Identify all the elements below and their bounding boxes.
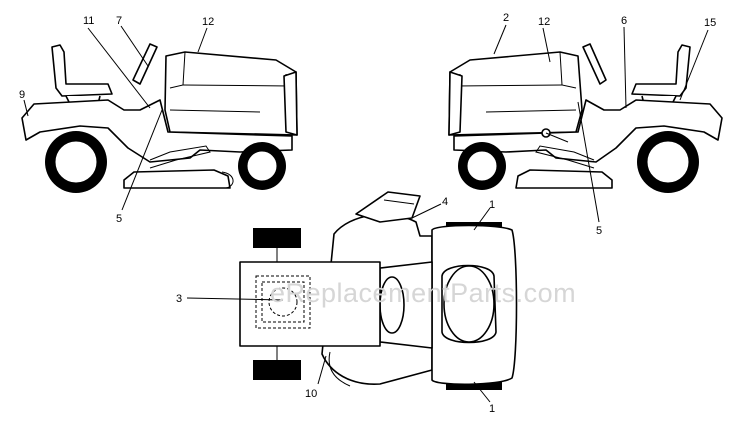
callout-1-lower: 1 [489, 403, 495, 415]
top-front-wheel-upper [253, 228, 301, 248]
top-decal-area [255, 275, 311, 329]
callout-1-upper: 1 [489, 199, 495, 211]
right-steering-wheel [582, 43, 607, 85]
left-steering-wheel [132, 43, 158, 85]
top-discharge-chute [355, 191, 421, 223]
left-chassis [21, 99, 293, 163]
right-hood [448, 51, 583, 136]
left-mower-deck [123, 169, 231, 189]
left-hood [164, 51, 298, 136]
callout-11-left: 11 [83, 15, 94, 27]
callout-10: 10 [305, 388, 317, 400]
right-seat [631, 44, 691, 97]
watermark: eReplacementParts.com [270, 278, 576, 308]
callout-9: 9 [19, 89, 25, 101]
callout-5-left: 5 [116, 213, 122, 225]
left-leader-lines [23, 25, 208, 211]
top-rear-wheel-lower [446, 380, 502, 390]
top-leader-lines [186, 203, 491, 403]
left-seat [51, 44, 113, 97]
right-chassis [453, 99, 723, 163]
callout-4: 4 [442, 196, 448, 208]
right-side-view-tractor [448, 43, 723, 193]
left-side-view-tractor [21, 43, 298, 193]
right-mower-deck [515, 169, 613, 189]
callout-7: 7 [116, 15, 122, 27]
top-view-tractor [239, 191, 518, 390]
top-front-wheel-lower [253, 360, 301, 380]
callout-12-left: 12 [202, 16, 214, 28]
callout-2: 2 [503, 12, 509, 24]
callout-labels: 11 7 12 9 5 2 12 6 15 5 4 1 3 10 1 [19, 12, 716, 415]
callout-3: 3 [176, 293, 182, 305]
callout-6: 6 [621, 15, 627, 27]
callout-5-right: 5 [596, 225, 602, 237]
callout-12-right: 12 [538, 16, 550, 28]
right-leader-lines [493, 24, 709, 223]
callout-15: 15 [704, 17, 716, 29]
